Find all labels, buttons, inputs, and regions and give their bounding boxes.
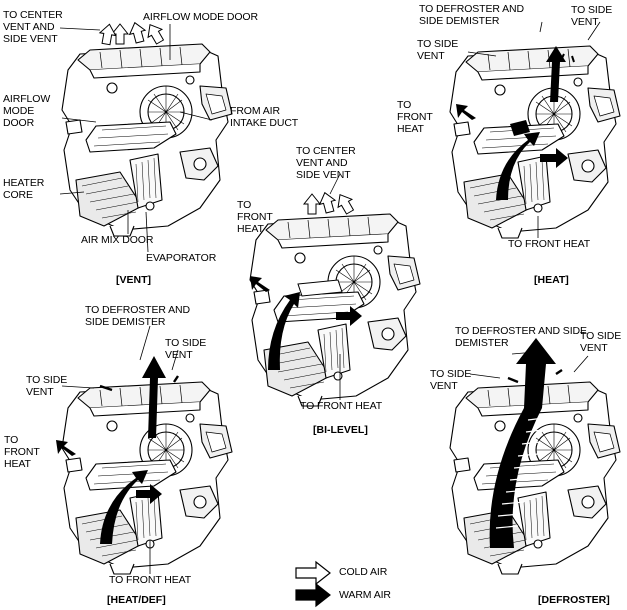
label-bilevel-center-vent: TO CENTER VENT AND SIDE VENT [296, 145, 356, 181]
unit-heat [449, 45, 621, 239]
unit-defroster [449, 338, 621, 575]
label-vent-from-intake: FROM AIR INTAKE DUCT [230, 105, 299, 129]
legend-cold-label: COLD AIR [339, 566, 388, 578]
label-heat-side-vent-right: TO SIDE VENT [571, 4, 613, 28]
label-vent-airflow-door-top: AIRFLOW MODE DOOR [143, 11, 258, 23]
label-defroster-side-vent-left: TO SIDE VENT [430, 368, 472, 392]
label-defroster-defroster: TO DEFROSTER AND SIDE DEMISTER [455, 325, 587, 349]
label-heat-defroster: TO DEFROSTER AND SIDE DEMISTER [419, 3, 524, 27]
label-vent-heater-core: HEATER CORE [3, 177, 45, 201]
label-bilevel-front-heat-left: TO FRONT HEAT [237, 199, 273, 235]
caption-vent: [VENT] [116, 274, 151, 286]
caption-defroster: [DEFROSTER] [538, 594, 610, 606]
label-heat-front-heat-left: TO FRONT HEAT [397, 99, 433, 135]
label-vent-evaporator: EVAPORATOR [146, 252, 217, 264]
label-heatdef-defroster: TO DEFROSTER AND SIDE DEMISTER [85, 304, 190, 328]
label-heatdef-side-vent-right: TO SIDE VENT [165, 337, 207, 361]
label-heatdef-side-vent-left: TO SIDE VENT [26, 374, 68, 398]
caption-bilevel: [BI-LEVEL] [313, 424, 368, 436]
label-heatdef-front-heat-left: TO FRONT HEAT [4, 434, 40, 470]
label-heat-side-vent-left: TO SIDE VENT [417, 38, 459, 62]
label-heatdef-front-heat-bottom: TO FRONT HEAT [109, 574, 192, 586]
label-vent-center-vent: TO CENTER VENT AND SIDE VENT [3, 9, 63, 45]
caption-heat: [HEAT] [534, 274, 569, 286]
unit-vent [61, 20, 233, 237]
label-vent-air-mix-door: AIR MIX DOOR [81, 234, 154, 246]
legend-warm-label: WARM AIR [339, 589, 391, 601]
label-heat-front-heat-bottom: TO FRONT HEAT [508, 238, 591, 250]
label-defroster-side-vent-right: TO SIDE VENT [580, 330, 622, 354]
label-vent-airflow-door-left: AIRFLOW MODE DOOR [3, 93, 51, 129]
leader-lines [59, 21, 601, 574]
label-bilevel-front-heat-bottom: TO FRONT HEAT [300, 400, 383, 412]
unit-bilevel [249, 190, 421, 407]
legend-cold-arrow [295, 560, 331, 586]
caption-heatdef: [HEAT/DEF] [107, 594, 166, 606]
legend-warm-arrow [295, 582, 331, 608]
unit-heatdef [56, 356, 233, 575]
